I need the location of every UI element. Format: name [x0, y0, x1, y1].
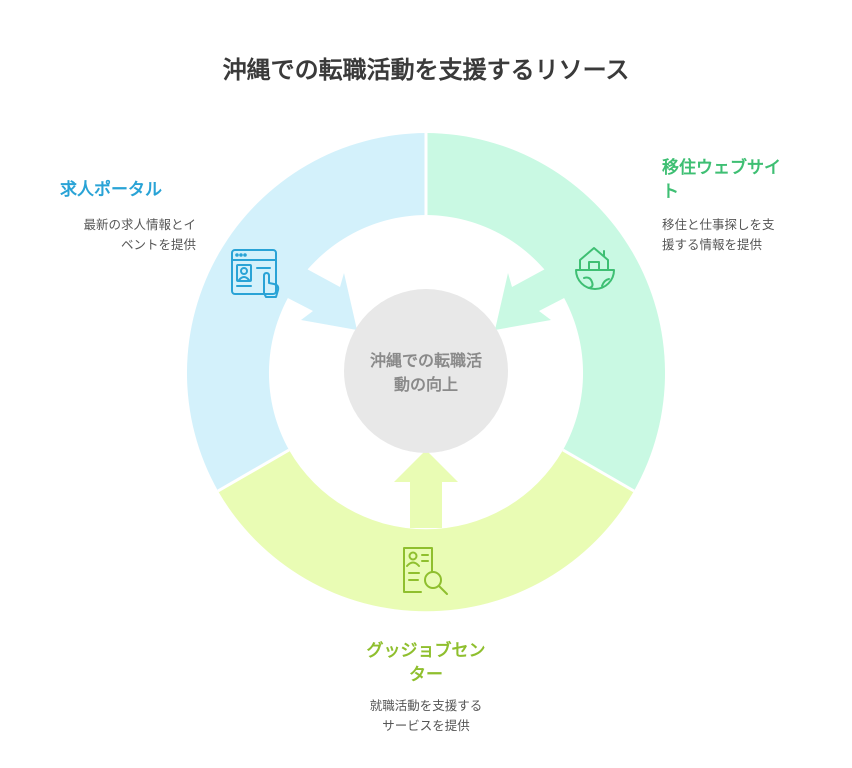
house-globe-icon [575, 247, 615, 290]
migration-website-desc-line1: 移住と仕事探しを支 [662, 217, 775, 232]
separator-right [562, 448, 635, 493]
arrow-from-goodjob-center [394, 450, 458, 528]
job-portal-desc-line2: ベントを提供 [120, 237, 196, 252]
goodjob-center-title-line2: ター [409, 665, 443, 685]
segment-job-portal[interactable] [186, 133, 426, 491]
browser-profile-icon [231, 249, 280, 298]
page-title: 沖縄での転職活動を支援するリソース [222, 56, 630, 84]
migration-website-title-line2: ト [662, 182, 679, 202]
goodjob-center-description: 就職活動を支援する サービスを提供 [326, 696, 526, 736]
resume-search-icon [403, 547, 448, 595]
separator-left [217, 448, 290, 493]
goodjob-center-desc-line1: 就職活動を支援する [369, 698, 483, 713]
goodjob-center-desc-line2: サービスを提供 [382, 718, 470, 733]
arrow-from-job-portal [282, 268, 357, 330]
segment-goodjob-center[interactable] [218, 450, 634, 612]
center-label-line2: 動の向上 [393, 375, 458, 394]
segment-migration-website[interactable] [426, 133, 666, 491]
migration-website-title-line1: 移住ウェブサイ [662, 158, 781, 178]
job-portal-description: 最新の求人情報とイ ベントを提供 [56, 215, 196, 255]
center-label-line1: 沖縄での転職活 [369, 351, 482, 370]
arrow-from-migration-website [495, 268, 570, 330]
job-portal-desc-line1: 最新の求人情報とイ [83, 217, 196, 232]
migration-website-description: 移住と仕事探しを支 援する情報を提供 [662, 215, 775, 255]
center-label: 沖縄での転職活 動の向上 [346, 349, 506, 397]
job-portal-title: 求人ポータル [60, 180, 162, 200]
migration-website-title: 移住ウェブサイ ト [662, 156, 781, 204]
center-circle [344, 289, 508, 453]
goodjob-center-title: グッジョブセン ター [326, 639, 526, 687]
goodjob-center-title-line1: グッジョブセン [366, 641, 486, 661]
migration-website-desc-line2: 援する情報を提供 [662, 237, 763, 252]
